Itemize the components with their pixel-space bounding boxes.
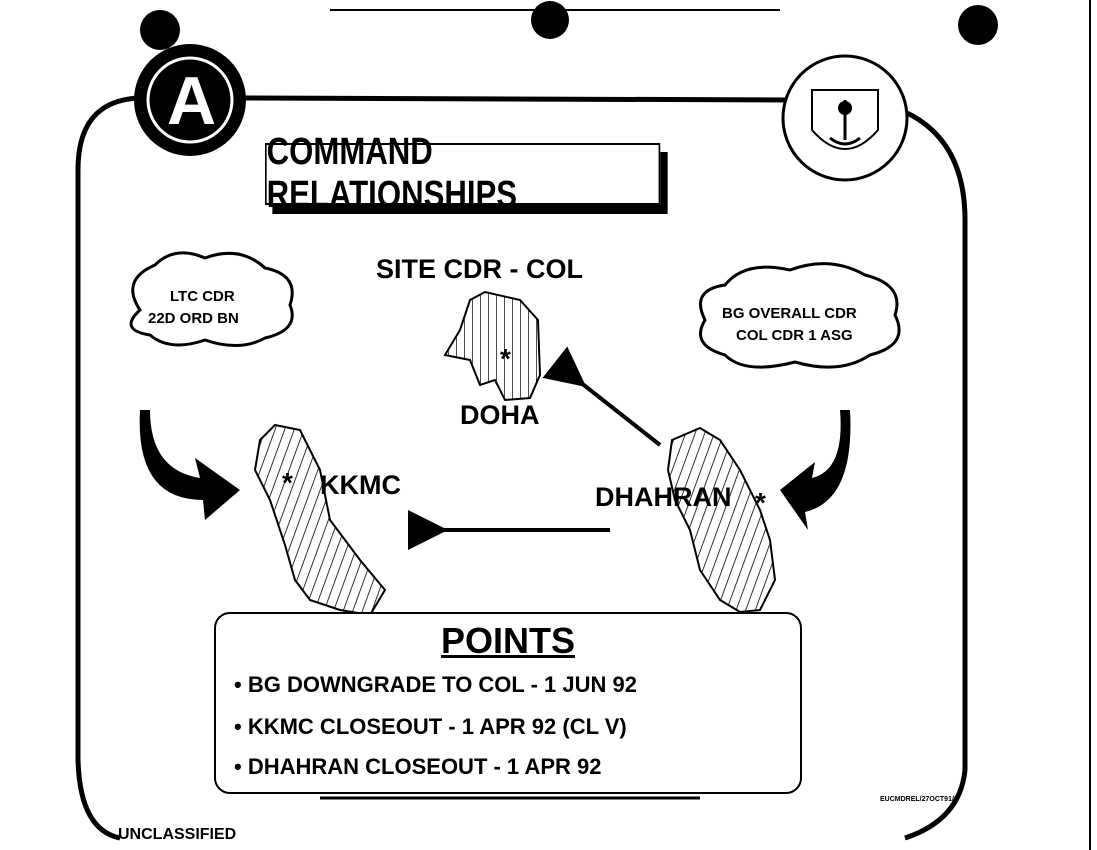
cloud-left — [129, 251, 294, 347]
point-item: • BG DOWNGRADE TO COL - 1 JUN 92 — [234, 672, 637, 697]
star-dhahran: * — [755, 487, 766, 518]
punch-hole — [140, 10, 180, 50]
cloud-right-line2: COL CDR 1 ASG — [736, 327, 853, 344]
saudi-seal — [781, 54, 909, 182]
point-text: BG DOWNGRADE TO COL - 1 JUN 92 — [247, 672, 637, 697]
army-logo — [134, 44, 246, 156]
cloud-left-line1: LTC CDR — [170, 288, 235, 305]
page-title-text: COMMAND RELATIONSHIPS — [266, 131, 518, 216]
slide-code: EUCMDREL/27OCT91/3 — [880, 796, 958, 803]
cloud-right-line1: BG OVERALL CDR — [722, 305, 857, 322]
slide-frame — [75, 95, 968, 841]
location-kkmc: KKMC — [320, 470, 401, 500]
map-kkmc — [253, 423, 387, 617]
point-item: • KKMC CLOSEOUT - 1 APR 92 (CL V) — [234, 714, 627, 739]
location-doha: DOHA — [460, 400, 540, 430]
star-kkmc: * — [282, 467, 293, 498]
location-dhahran: DHAHRAN — [595, 482, 732, 512]
cloud-left-line2: 22D ORD BN — [148, 310, 239, 327]
site-cdr-label: SITE CDR - COL — [376, 254, 583, 284]
arrow-dhahran-to-doha — [542, 346, 662, 447]
point-text: DHAHRAN CLOSEOUT - 1 APR 92 — [247, 754, 602, 779]
points-box: POINTS • BG DOWNGRADE TO COL - 1 JUN 92 … — [214, 612, 802, 794]
curved-arrow-left — [139, 410, 240, 520]
cloud-right — [699, 262, 901, 369]
points-heading: POINTS — [440, 620, 575, 661]
punch-hole — [531, 1, 569, 39]
classification-label: UNCLASSIFIED — [118, 826, 237, 843]
star-doha: * — [500, 343, 511, 374]
point-item: • DHAHRAN CLOSEOUT - 1 APR 92 — [234, 754, 602, 779]
map-dhahran — [666, 426, 777, 614]
map-doha — [443, 290, 542, 402]
point-text: KKMC CLOSEOUT - 1 APR 92 (CL V) — [247, 714, 627, 739]
curved-arrow-right — [780, 410, 851, 530]
army-logo-letter: A — [167, 63, 217, 139]
punch-hole — [958, 5, 998, 45]
page-title: COMMAND RELATIONSHIPS — [265, 131, 661, 216]
